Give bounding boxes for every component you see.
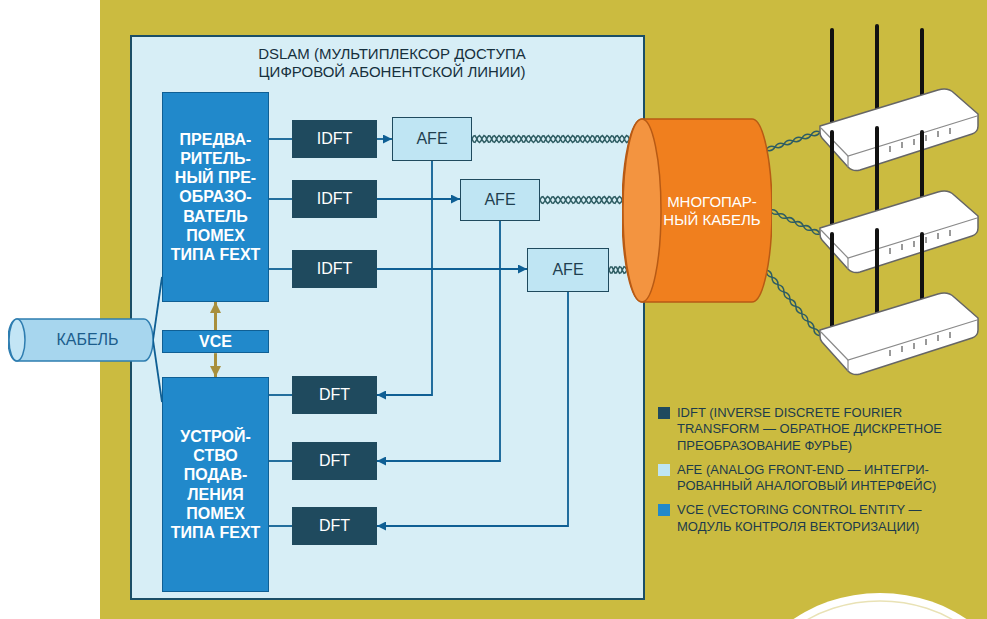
node-label: AFE	[416, 129, 447, 148]
legend-item: AFE (ANALOG FRONT-END — ИНТЕГРИ- РОВАННЫ…	[658, 462, 968, 495]
connector	[153, 340, 162, 402]
legend-item: IDFT (INVERSE DISCRETE FOURIER TRANSFORM…	[658, 405, 968, 454]
connector	[377, 268, 527, 270]
transform-box: DFT	[292, 442, 377, 480]
process-box: УСТРОЙ- СТВО ПОДАВ- ЛЕНИЯ ПОМЕХ ТИПА FEX…	[162, 377, 269, 592]
transform-box: IDFT	[292, 250, 377, 288]
node-label: IDFT	[317, 189, 353, 208]
panel-title: DSLAM (МУЛЬТИПЛЕКСОР ДОСТУПА ЦИФРОВОЙ АБ…	[242, 45, 542, 81]
node-label: AFE	[484, 190, 515, 209]
legend-text: VCE (VECTORING CONTROL ENTITY — МОДУЛЬ К…	[677, 502, 968, 535]
connector	[269, 138, 292, 140]
connector	[269, 394, 292, 396]
cylinder-cap	[9, 319, 25, 361]
frontend-box: AFE	[527, 248, 609, 292]
cylinder-body	[8, 319, 153, 361]
twisted-pair	[609, 267, 627, 274]
connector	[269, 268, 292, 270]
connector	[377, 138, 392, 140]
frontend-box: AFE	[460, 179, 540, 221]
twisted-pair	[764, 130, 821, 337]
panel-fill	[130, 35, 645, 600]
connector	[153, 277, 162, 340]
legend-swatch	[658, 504, 670, 516]
transform-box: IDFT	[292, 180, 377, 218]
corner-ring	[753, 601, 987, 619]
node-label: DFT	[319, 451, 350, 470]
node-label: IDFT	[317, 129, 353, 148]
connector	[214, 353, 217, 377]
connector	[377, 161, 432, 395]
node-label: ПРЕДВА- РИТЕЛЬ- НЫЙ ПРЕ- ОБРАЗО- ВАТЕЛЬ …	[167, 130, 264, 264]
node-label: DFT	[319, 516, 350, 535]
node-label: AFE	[552, 260, 583, 279]
connector	[377, 292, 568, 526]
cylinder-body	[622, 119, 772, 302]
node-label: VCE	[199, 332, 232, 351]
corner-disc	[745, 593, 987, 619]
cylinder-cap	[623, 119, 661, 302]
cable-cylinder: КАБЕЛЬ	[8, 318, 153, 362]
modem-icon	[820, 230, 978, 375]
connector	[269, 460, 292, 462]
control-box: VCE	[162, 330, 269, 353]
yellow-ground	[100, 0, 987, 619]
cable-cylinder: МНОГОПАР- НЫЙ КАБЕЛЬ	[622, 118, 772, 303]
connector	[214, 302, 217, 330]
node-label: КАБЕЛЬ	[56, 330, 118, 349]
frontend-box: AFE	[392, 117, 472, 161]
node-label: DFT	[319, 385, 350, 404]
node-label: IDFT	[317, 259, 353, 278]
connector	[377, 221, 500, 461]
connector	[269, 525, 292, 527]
transform-box: DFT	[292, 376, 377, 414]
node-label: МНОГОПАР- НЫЙ КАБЕЛЬ	[662, 193, 762, 229]
twisted-pair	[540, 197, 622, 204]
process-box: ПРЕДВА- РИТЕЛЬ- НЫЙ ПРЕ- ОБРАЗО- ВАТЕЛЬ …	[162, 92, 269, 302]
dslam-panel: DSLAM (МУЛЬТИПЛЕКСОР ДОСТУПА ЦИФРОВОЙ АБ…	[130, 35, 645, 600]
legend-swatch	[658, 407, 670, 419]
legend-swatch	[658, 464, 670, 476]
connector	[269, 198, 292, 200]
transform-box: DFT	[292, 507, 377, 545]
legend: IDFT (INVERSE DISCRETE FOURIER TRANSFORM…	[658, 405, 968, 543]
node-label: УСТРОЙ- СТВО ПОДАВ- ЛЕНИЯ ПОМЕХ ТИПА FEX…	[167, 427, 264, 542]
legend-text: AFE (ANALOG FRONT-END — ИНТЕГРИ- РОВАННЫ…	[677, 462, 968, 495]
twisted-pair	[472, 136, 629, 143]
connector	[377, 198, 460, 200]
modem-icon	[820, 128, 978, 273]
legend-text: IDFT (INVERSE DISCRETE FOURIER TRANSFORM…	[677, 405, 968, 454]
legend-item: VCE (VECTORING CONTROL ENTITY — МОДУЛЬ К…	[658, 502, 968, 535]
modem-icon	[820, 26, 978, 171]
transform-box: IDFT	[292, 120, 377, 158]
panel-fill-rect	[130, 35, 645, 600]
